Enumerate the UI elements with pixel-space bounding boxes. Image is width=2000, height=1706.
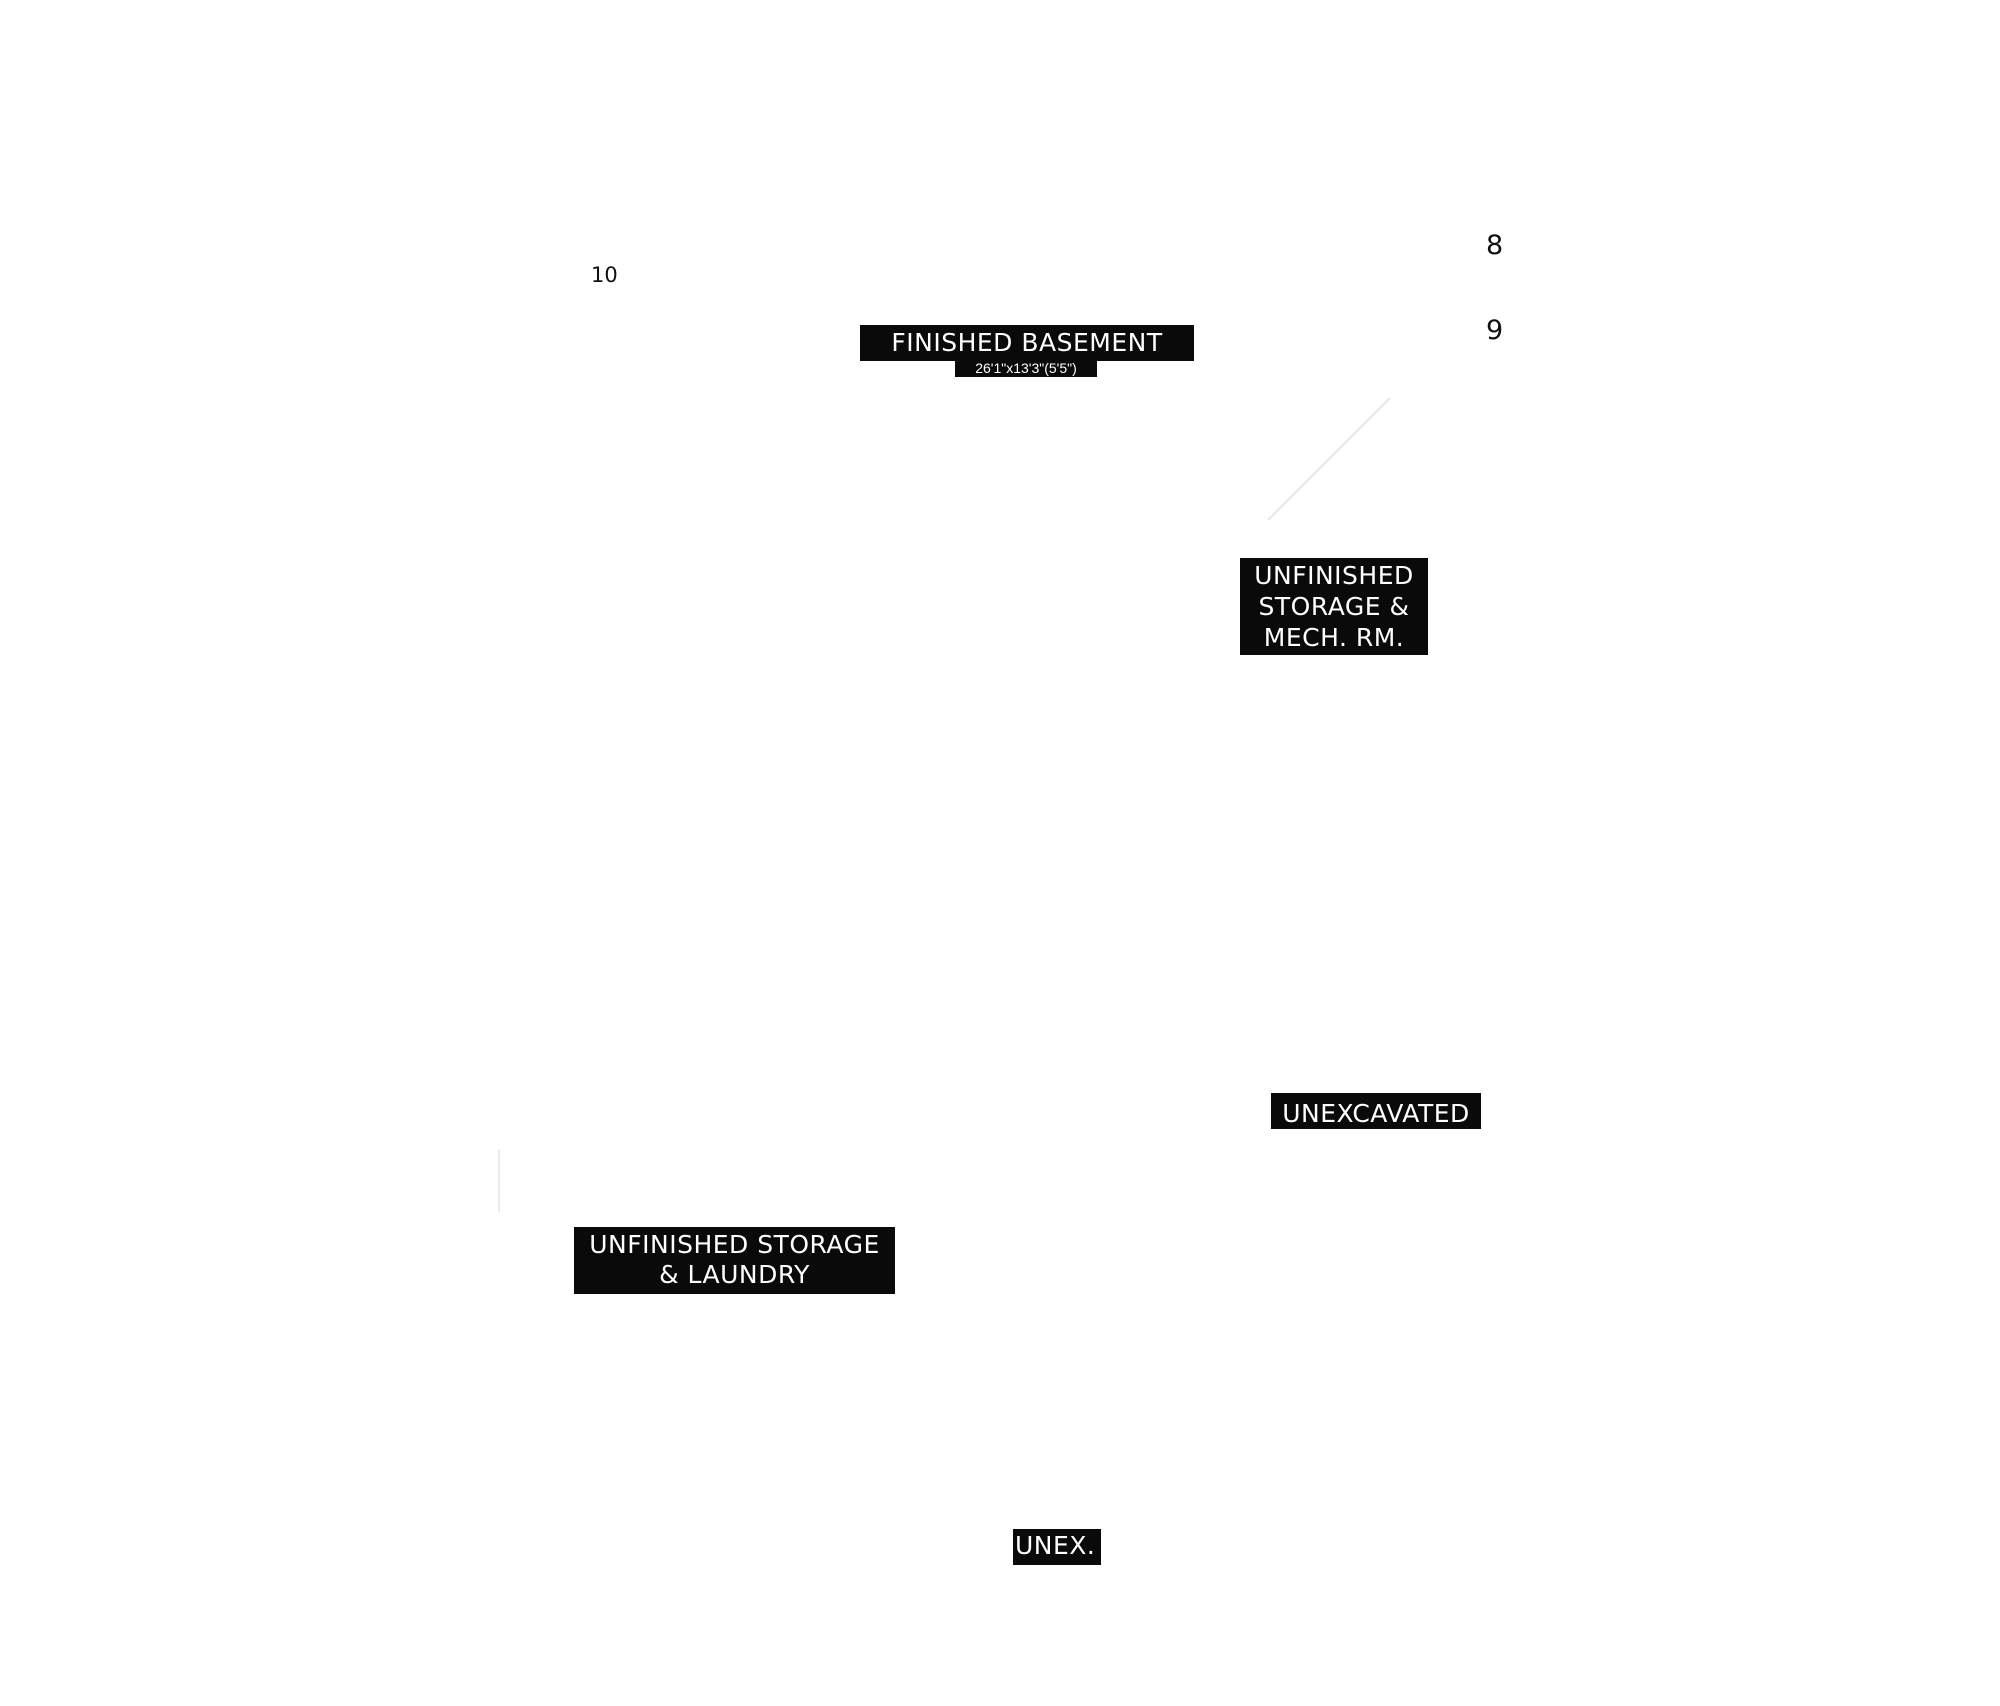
marker-10: 10 bbox=[591, 263, 618, 287]
stair-hint-line bbox=[1267, 397, 1391, 521]
unexcavated-name: UNEXCAVATED bbox=[1282, 1099, 1470, 1128]
unex-name: UNEX. bbox=[1015, 1531, 1096, 1560]
storage-mech-line-2: STORAGE & bbox=[1258, 592, 1410, 621]
marker-9: 9 bbox=[1486, 315, 1504, 346]
finished-basement-dimensions-text: 26'1"x13'3"(5'5") bbox=[975, 360, 1077, 376]
unex-label: UNEX. bbox=[1013, 1529, 1101, 1565]
finished-basement-name: FINISHED BASEMENT bbox=[891, 328, 1163, 357]
storage-mech-line-1: UNFINISHED bbox=[1254, 561, 1414, 590]
finished-basement-label: FINISHED BASEMENT bbox=[860, 325, 1194, 361]
storage-laundry-label: UNFINISHED STORAGE & LAUNDRY bbox=[574, 1227, 895, 1294]
storage-mech-room-label: UNFINISHED STORAGE & MECH. RM. bbox=[1240, 558, 1428, 655]
marker-8: 8 bbox=[1486, 230, 1504, 261]
storage-laundry-line-2: & LAUNDRY bbox=[659, 1260, 810, 1289]
wall-tick bbox=[498, 1150, 500, 1212]
finished-basement-dimensions: 26'1"x13'3"(5'5") bbox=[955, 359, 1097, 377]
storage-laundry-line-1: UNFINISHED STORAGE bbox=[589, 1230, 880, 1259]
unexcavated-label: UNEXCAVATED bbox=[1271, 1093, 1481, 1129]
storage-mech-line-3: MECH. RM. bbox=[1263, 623, 1405, 652]
